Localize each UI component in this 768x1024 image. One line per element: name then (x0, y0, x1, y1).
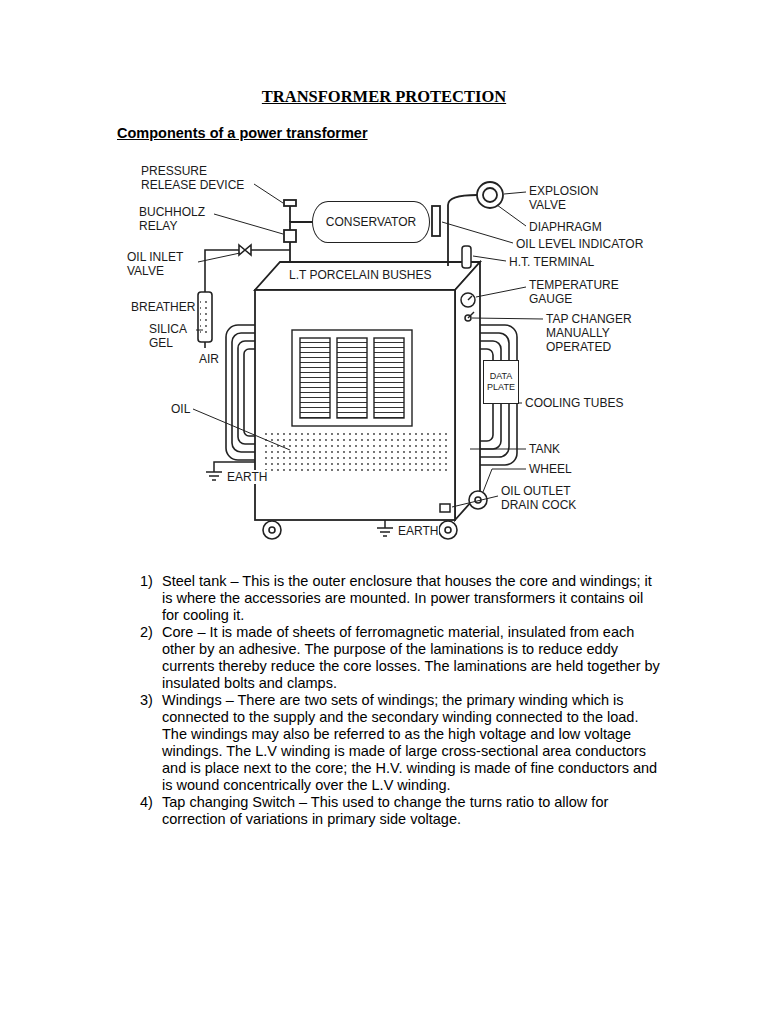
bushing-and-fittings (461, 293, 475, 307)
part-label: BUCHHOLZ RELAY (138, 205, 212, 233)
leader-lines (196, 330, 203, 331)
part-label: TANK (528, 442, 561, 456)
conservator-pipework (289, 206, 291, 222)
breather (204, 342, 206, 348)
part-label: SILICA GEL (148, 322, 196, 350)
wheels (439, 521, 457, 539)
part-label: TEMPERATURE GAUGE (528, 278, 625, 306)
wheels (269, 527, 275, 533)
part-label: AIR (198, 352, 220, 366)
part-label: OIL (170, 402, 191, 416)
breather (200, 300, 210, 336)
leader-lines (476, 287, 526, 297)
tank-body (255, 262, 480, 520)
list-item: 4)Tap changing Switch – This used to cha… (140, 794, 660, 828)
data-plate: DATA PLATE (483, 360, 519, 404)
leader-lines (472, 318, 543, 319)
part-label: OIL LEVEL INDICATOR (515, 237, 644, 251)
core-and-windings (300, 338, 330, 418)
conservator-pipework (284, 230, 296, 242)
list-text: Steel tank – This is the outer enclosure… (162, 573, 660, 624)
part-label: H.T. TERMINAL (508, 255, 595, 269)
tank-body (255, 290, 455, 520)
conservator-pipework (284, 200, 440, 262)
leader-lines (497, 205, 526, 226)
leader-lines (442, 222, 513, 243)
part-label: PRESSURE RELEASE DEVICE (140, 164, 254, 192)
breather (198, 292, 212, 342)
explosion-vent (448, 182, 503, 266)
part-label: EXPLOSION VALVE (528, 184, 610, 212)
conservator-pipework (284, 200, 296, 206)
section-heading: Components of a power transformer (116, 125, 369, 142)
core-and-windings (292, 330, 412, 426)
leader-lines (214, 214, 283, 234)
explosion-vent (477, 182, 503, 208)
part-label: EARTH (226, 470, 268, 484)
leader-lines (470, 449, 526, 450)
breather (239, 245, 251, 255)
numbered-list: 1)Steel tank – This is the outer enclosu… (140, 573, 660, 828)
breather (205, 250, 290, 292)
list-text: Windings – There are two sets of winding… (162, 692, 660, 794)
leader-lines (452, 496, 498, 507)
wheels (445, 527, 451, 533)
transformer-oil (262, 432, 448, 472)
leader-lines (504, 192, 526, 194)
conservator-pipework (432, 206, 440, 236)
part-label: OIL INLET VALVE (126, 250, 198, 278)
core-and-windings (337, 338, 367, 418)
part-label: WHEEL (528, 462, 573, 476)
conservator-tank: CONSERVATOR (312, 201, 430, 243)
leader-lines (193, 184, 543, 507)
list-item: 3)Windings – There are two sets of windi… (140, 692, 660, 794)
node-text: CONSERVATOR (326, 215, 416, 229)
list-text: Core – It is made of sheets of ferromagn… (162, 624, 660, 692)
earth-symbol (206, 462, 393, 536)
list-item: 1)Steel tank – This is the outer enclosu… (140, 573, 660, 624)
page-title: TRANSFORMER PROTECTION (0, 87, 768, 107)
earth-symbol (377, 520, 393, 536)
list-text: Tap changing Switch – This used to chang… (162, 794, 660, 828)
part-label: TAP CHANGER MANUALLY OPERATED (545, 312, 639, 354)
part-label: DIAPHRAGM (528, 220, 603, 234)
leader-lines (193, 409, 290, 450)
explosion-vent (483, 188, 497, 202)
tank-body (255, 262, 480, 290)
bushing-and-fittings (440, 504, 450, 512)
part-label: BREATHER (130, 300, 196, 314)
part-label: COOLING TUBES (524, 396, 624, 410)
leader-lines (254, 184, 283, 203)
bushing-and-fittings (468, 312, 474, 318)
list-item: 2)Core – It is made of sheets of ferroma… (140, 624, 660, 692)
core-and-windings (292, 330, 412, 426)
wheels (263, 491, 487, 539)
breather (198, 245, 290, 348)
bushing-and-fittings (440, 246, 475, 512)
node-text: DATA PLATE (487, 371, 515, 393)
wheels (469, 491, 487, 509)
list-number: 2) (140, 624, 162, 692)
tank-body (455, 262, 480, 520)
list-number: 3) (140, 692, 162, 794)
wheels (263, 521, 281, 539)
bushing-and-fittings (468, 296, 472, 300)
part-label: L.T PORCELAIN BUSHES (288, 268, 433, 282)
leader-lines (473, 256, 506, 261)
list-number: 4) (140, 794, 162, 828)
transformer-oil (262, 432, 448, 472)
core-and-windings (374, 338, 404, 418)
list-number: 1) (140, 573, 162, 624)
leader-lines (198, 253, 240, 262)
part-label: EARTH (397, 524, 439, 538)
bushing-and-fittings (462, 246, 471, 268)
part-label: OIL OUTLET DRAIN COCK (500, 484, 582, 512)
